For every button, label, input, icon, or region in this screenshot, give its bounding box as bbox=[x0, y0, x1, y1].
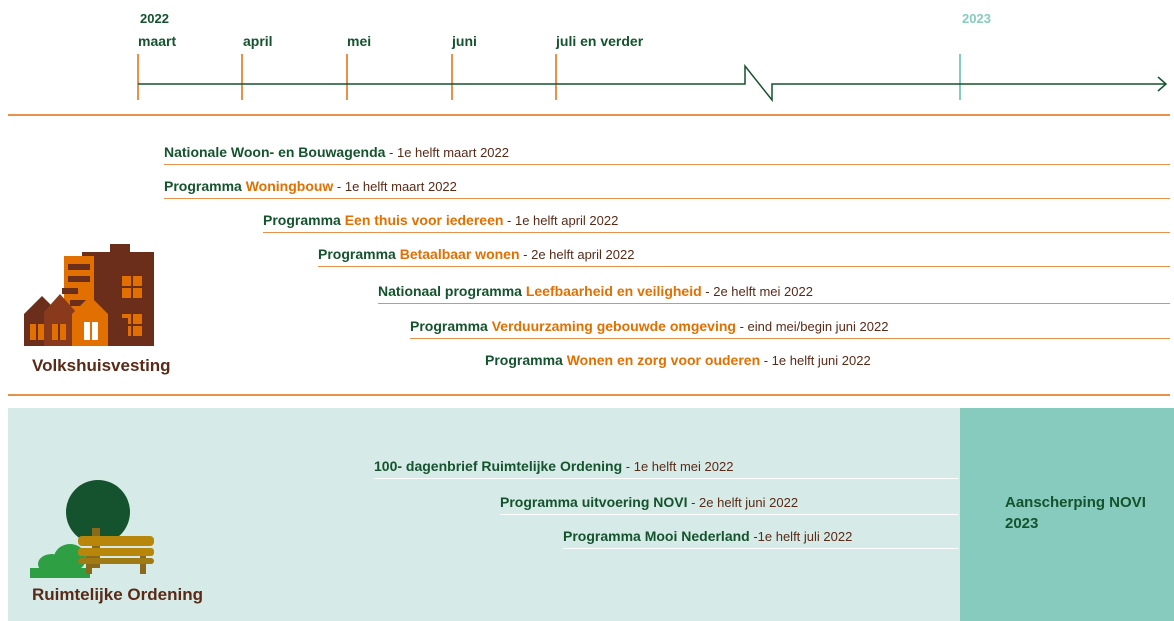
row-date: - 1e helft maart 2022 bbox=[385, 145, 509, 160]
year-2022-label: 2022 bbox=[140, 11, 169, 26]
row-title: 100- dagenbrief Ruimtelijke Ordening bbox=[374, 458, 623, 474]
row-date: - 2e helft mei 2022 bbox=[701, 284, 813, 299]
row-highlight: Betaalbaar wonen bbox=[399, 246, 520, 262]
row-date: -1e helft juli 2022 bbox=[749, 529, 853, 544]
list-item: Programma Woningbouw - 1e helft maart 20… bbox=[164, 176, 1170, 199]
year-2023-label: 2023 bbox=[962, 11, 991, 26]
axis-line bbox=[138, 63, 1166, 103]
month-label-maart: maart bbox=[138, 33, 177, 49]
row-date: - 2e helft april 2022 bbox=[519, 247, 635, 262]
section-label-volkshuisvesting: Volkshuisvesting bbox=[32, 356, 171, 375]
row-date: - 2e helft juni 2022 bbox=[687, 495, 799, 510]
row-date: - 1e helft mei 2022 bbox=[622, 459, 734, 474]
list-item: Nationale Woon- en Bouwagenda - 1e helft… bbox=[164, 142, 1170, 165]
section-label-ruimtelijke-ordening: Ruimtelijke Ordening bbox=[32, 585, 203, 604]
list-item: Programma Verduurzaming gebouwde omgevin… bbox=[410, 316, 1170, 339]
month-label-juli-en-verder: juli en verder bbox=[556, 33, 644, 49]
row-date: - 1e helft juni 2022 bbox=[760, 353, 871, 368]
list-item: Programma Mooi Nederland -1e helft juli … bbox=[563, 526, 958, 549]
month-label-mei: mei bbox=[347, 33, 372, 49]
row-prefix: Programma bbox=[318, 246, 400, 262]
list-item: Nationaal programma Leefbaarheid en veil… bbox=[378, 281, 1170, 304]
list-item: Programma Betaalbaar wonen - 2e helft ap… bbox=[318, 244, 1170, 267]
axis-arrow-icon bbox=[1157, 76, 1168, 92]
timeline-axis bbox=[137, 54, 1168, 103]
buildings-icon bbox=[24, 244, 154, 346]
row-prefix: Programma bbox=[263, 212, 345, 228]
row-highlight: Woningbouw bbox=[245, 178, 334, 194]
month-label-juni: juni bbox=[452, 33, 477, 49]
row-prefix: Programma bbox=[485, 352, 567, 368]
divider-bottom bbox=[8, 394, 1170, 396]
list-item: 100- dagenbrief Ruimtelijke Ordening - 1… bbox=[374, 456, 958, 479]
row-title: Programma Mooi Nederland bbox=[563, 528, 750, 544]
row-prefix: Nationaal programma bbox=[378, 283, 526, 299]
row-highlight: Leefbaarheid en veiligheid bbox=[525, 283, 702, 299]
row-prefix: Programma bbox=[164, 178, 246, 194]
list-item: Programma Wonen en zorg voor ouderen - 1… bbox=[485, 350, 1170, 372]
row-date: - 1e helft april 2022 bbox=[503, 213, 619, 228]
row-highlight: Verduurzaming gebouwde omgeving bbox=[491, 318, 736, 334]
row-date: - eind mei/begin juni 2022 bbox=[735, 319, 889, 334]
list-item: Programma uitvoering NOVI - 2e helft jun… bbox=[500, 492, 958, 515]
tree-bench-icon bbox=[30, 480, 154, 578]
row-prefix: Programma bbox=[410, 318, 492, 334]
row-highlight: Wonen en zorg voor ouderen bbox=[566, 352, 761, 368]
list-item: Programma Een thuis voor iedereen - 1e h… bbox=[263, 210, 1170, 233]
divider-top bbox=[8, 114, 1170, 116]
row-title: Nationale Woon- en Bouwagenda bbox=[164, 144, 386, 160]
novi-2023-text: Aanscherping NOVI 2023 bbox=[1005, 494, 1146, 532]
novi-2023-box bbox=[960, 408, 1174, 621]
row-date: - 1e helft maart 2022 bbox=[333, 179, 457, 194]
month-label-april: april bbox=[243, 33, 273, 49]
row-title: Programma uitvoering NOVI bbox=[500, 494, 688, 510]
row-highlight: Een thuis voor iedereen bbox=[344, 212, 504, 228]
